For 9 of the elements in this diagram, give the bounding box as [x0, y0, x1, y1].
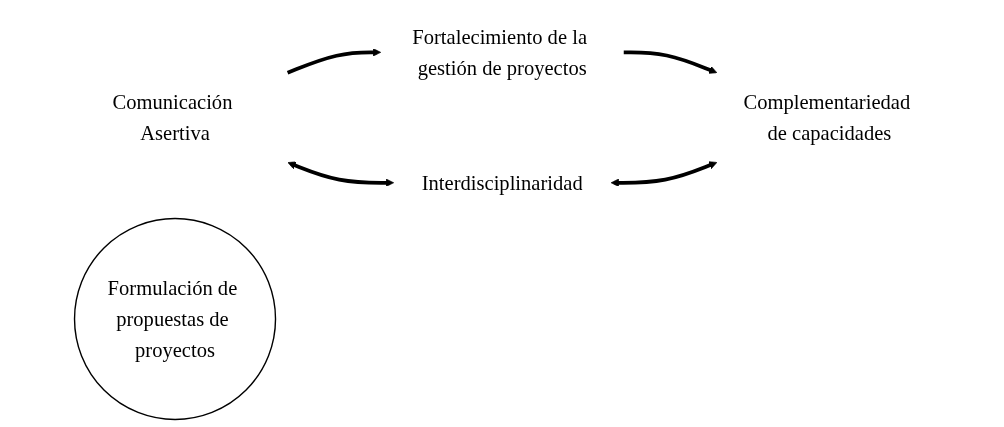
node-text: Interdisciplinaridad: [421, 171, 583, 195]
node-text: Complementariedad de capacidades: [743, 90, 910, 145]
node-text: Comunicación Asertiva: [112, 90, 233, 145]
arrow: [623, 50, 717, 74]
arrow: [286, 48, 381, 75]
node-circle: Formulación de propuestas de proyectos: [73, 217, 276, 421]
arrow: [287, 161, 394, 187]
arrow: [610, 161, 717, 187]
node-text: Fortalecimiento de la gestión de proyectos: [412, 25, 587, 80]
